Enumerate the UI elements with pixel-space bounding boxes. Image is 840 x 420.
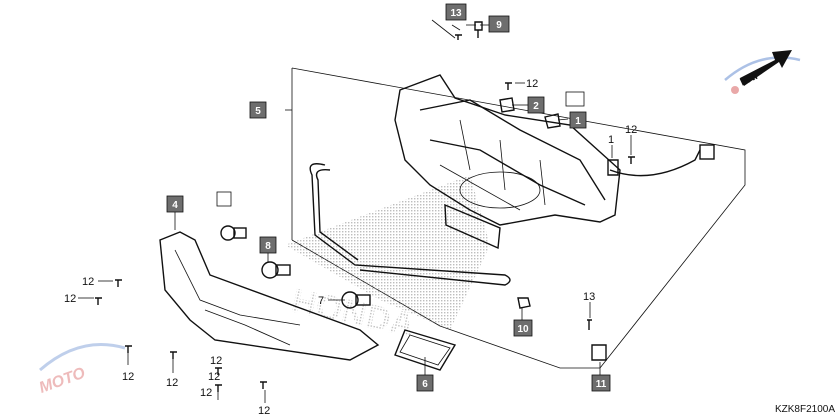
watermark-logo: MOTO — [37, 343, 126, 397]
label-12: 12 — [122, 371, 134, 383]
svg-text:6: 6 — [422, 379, 428, 390]
svg-text:4: 4 — [172, 200, 178, 211]
svg-text:10: 10 — [517, 324, 529, 335]
svg-text:5: 5 — [255, 106, 261, 117]
label-1: 1 — [608, 134, 614, 146]
rubber-seal — [309, 163, 511, 286]
callout-box-8: 8 — [259, 236, 277, 254]
label-12: 12 — [166, 377, 178, 389]
grommet-1 — [544, 113, 561, 129]
wire-harness — [609, 149, 701, 177]
label-12: 12 — [200, 387, 212, 399]
bulb-8 — [261, 261, 291, 279]
rear-fender-frame — [394, 74, 621, 226]
halftone-emblem: HONDA — [285, 175, 490, 345]
leader-lines — [78, 20, 632, 403]
drawing-code: KZK8F2100A — [775, 404, 835, 415]
label-12: 12 — [64, 293, 76, 305]
empty-callout-box — [216, 191, 232, 207]
callout-box-4: 4 — [166, 195, 184, 213]
nut-10 — [517, 297, 531, 309]
front-direction-arrow: FR. — [738, 50, 792, 88]
callout-box-2: 2 — [527, 96, 545, 114]
callout-box-5: 5 — [249, 101, 267, 119]
callout-box-11: 11 — [591, 374, 611, 392]
label-12: 12 — [210, 355, 222, 367]
svg-text:11: 11 — [596, 379, 607, 390]
bulb-small — [220, 225, 247, 241]
callout-box-6: 6 — [416, 374, 434, 392]
callout-box-1: 1 — [569, 111, 587, 129]
label-13: 13 — [583, 291, 595, 303]
label-12: 12 — [82, 276, 94, 288]
label-12: 12 — [625, 124, 637, 136]
label-12: 12 — [258, 405, 270, 417]
label-12: 12 — [208, 371, 220, 383]
watermark-logo-top — [724, 56, 801, 94]
svg-text:13: 13 — [450, 8, 462, 19]
watermark-text: MOTO — [37, 364, 88, 396]
svg-text:8: 8 — [265, 241, 271, 252]
callout-box-10: 10 — [513, 319, 533, 337]
clip-11 — [591, 344, 607, 361]
license-light — [394, 329, 457, 371]
svg-text:9: 9 — [496, 20, 502, 31]
empty-callout-box — [565, 91, 585, 107]
callout-box-13: 13 — [445, 3, 467, 21]
tail-lens — [159, 231, 380, 361]
grommet-2 — [499, 97, 515, 113]
label-7: 7 — [318, 295, 324, 307]
svg-text:2: 2 — [533, 101, 539, 112]
connector — [699, 144, 715, 160]
svg-text:1: 1 — [575, 116, 581, 127]
mounting-plate — [444, 203, 501, 250]
label-12: 12 — [526, 78, 538, 90]
clip-1 — [607, 159, 619, 176]
callout-box-9: 9 — [488, 15, 510, 33]
